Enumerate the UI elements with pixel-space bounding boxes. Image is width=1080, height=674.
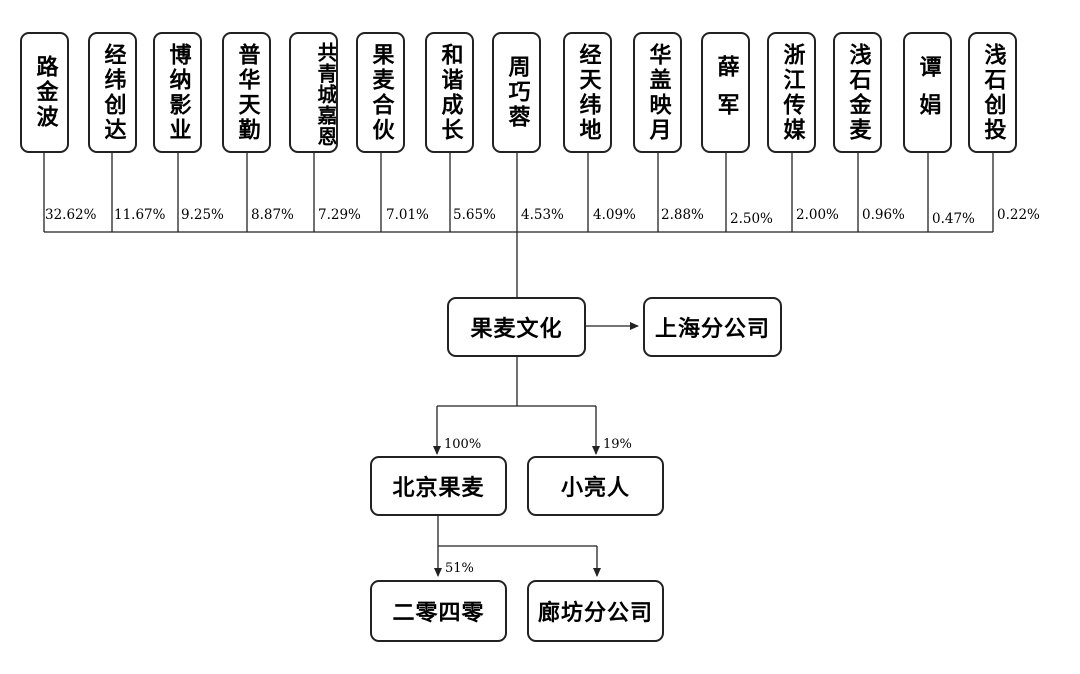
shareholder-pct: 0.47% [932,211,975,227]
shareholder-pct: 2.88% [661,207,704,223]
shareholder-box: 共青城嘉恩 [289,32,338,153]
beijing-box: 北京果麦 [370,456,507,516]
xiaoliangren-pct: 19% [603,437,632,452]
shareholder-box: 华盖映月 [633,32,682,153]
branch-shanghai-box: 上海分公司 [643,297,782,357]
shareholder-pct: 2.50% [730,211,773,227]
beijing-pct: 100% [444,437,482,452]
shareholder-box: 周巧蓉 [492,32,541,153]
shareholder-box: 果麦合伙 [356,32,405,153]
shareholder-pct: 7.29% [318,207,361,223]
shareholder-pct: 11.67% [114,207,166,223]
shareholder-pct: 32.62% [45,207,97,223]
xiaoliangren-box: 小亮人 [527,456,664,516]
shareholder-box: 经天纬地 [563,32,612,153]
shareholder-box: 浙江传媒 [767,32,816,153]
shareholder-box: 浅石金麦 [833,32,882,153]
shareholder-box: 薛军 [701,32,750,153]
shareholder-box: 路金波 [20,32,69,153]
shareholder-pct: 4.09% [593,207,636,223]
shareholder-box: 普华天勤 [222,32,271,153]
shareholder-box: 和谐成长 [425,32,474,153]
shareholder-box: 经纬创达 [88,32,137,153]
shareholder-pct: 8.87% [251,207,294,223]
branch-langfang-box: 廊坊分公司 [527,580,664,642]
erlingsiling-pct: 51% [445,561,474,576]
shareholder-pct: 9.25% [181,207,224,223]
company-box: 果麦文化 [447,297,586,357]
shareholder-pct: 2.00% [796,207,839,223]
shareholder-box: 谭娟 [903,32,952,153]
shareholder-pct: 0.96% [862,207,905,223]
shareholder-pct: 5.65% [453,207,496,223]
shareholder-pct: 4.53% [521,207,564,223]
shareholder-box: 浅石创投 [968,32,1017,153]
shareholder-pct: 7.01% [386,207,429,223]
shareholder-pct: 0.22% [997,207,1040,223]
erlingsiling-box: 二零四零 [370,580,507,642]
shareholder-box: 博纳影业 [153,32,202,153]
